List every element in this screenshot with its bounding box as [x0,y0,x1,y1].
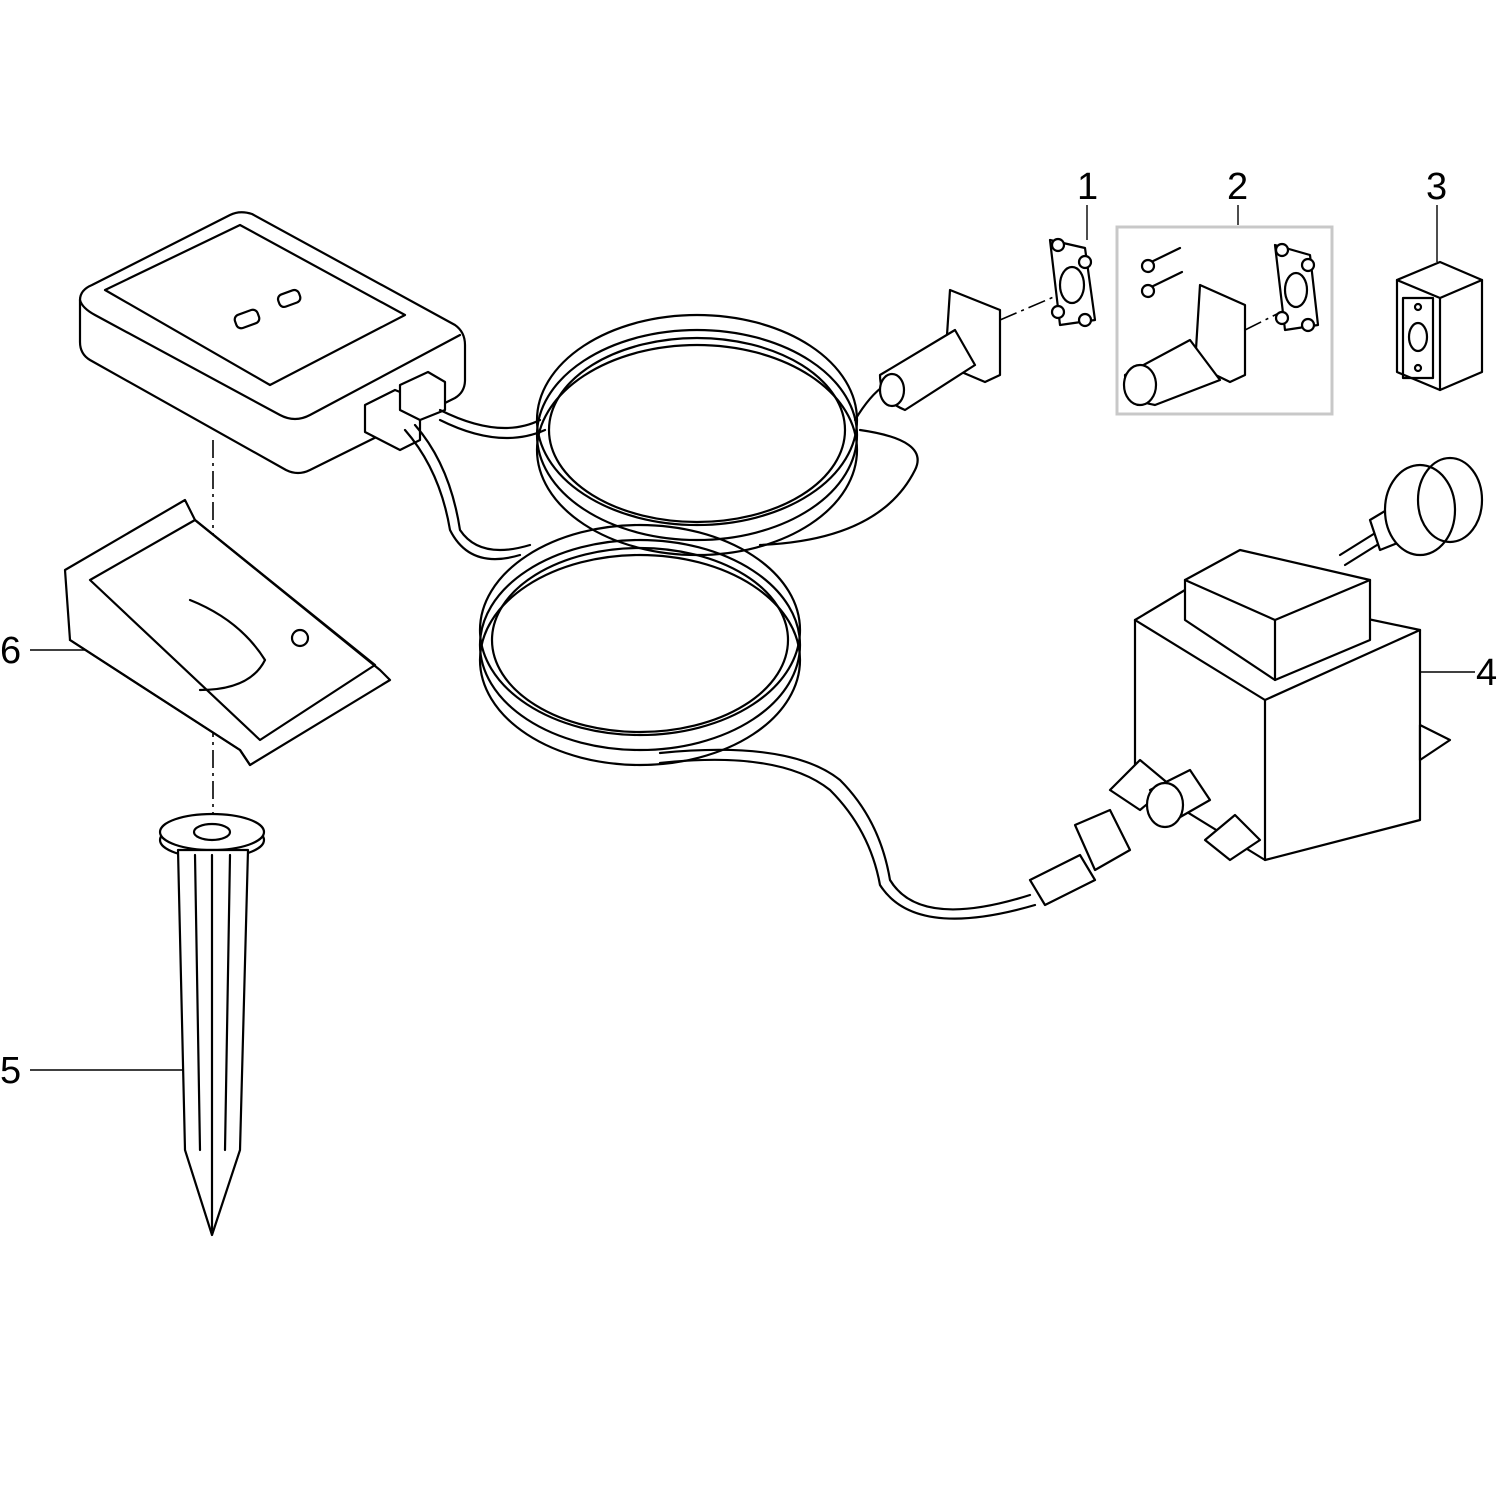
cable-coil-upper [535,313,859,557]
callout-2: 2 [1227,166,1249,208]
cable-coil-lower [478,523,802,767]
part-6-wall-holder [63,498,392,767]
group-box-2 [1115,225,1334,416]
callout-1: 1 [1077,166,1099,208]
part-2-spike-adapter-set [1122,242,1320,407]
callout-3: 3 [1426,166,1448,208]
callout-6: 6 [0,630,22,672]
light-connector [878,288,1002,412]
part-5-ground-spike [158,812,266,1237]
controller-box [78,211,467,475]
callout-4: 4 [1476,652,1498,694]
callout-5: 5 [0,1050,22,1092]
leader-lines [30,205,1475,1071]
part-4-transformer [1028,456,1484,907]
part-3-rubber-gasket [1395,260,1484,392]
part-1-mount-plate [1048,237,1097,328]
